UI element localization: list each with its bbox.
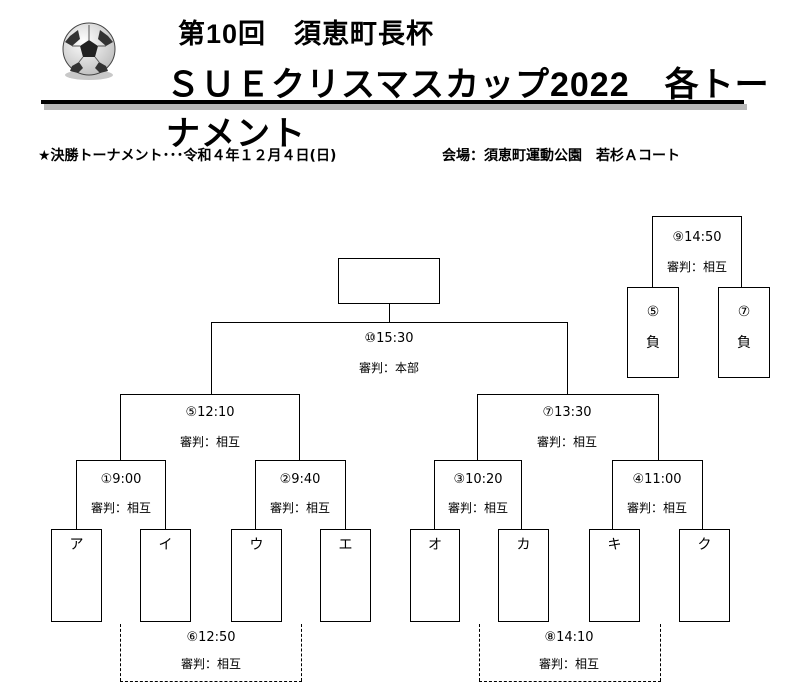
bracket-line <box>211 322 568 323</box>
team-box-i: イ <box>140 529 191 622</box>
loser-ref-number: ⑤ <box>646 304 660 320</box>
match3-referee: 審判：相互 <box>447 501 509 515</box>
bracket-line <box>76 460 166 461</box>
bracket-line <box>741 216 742 287</box>
team-box-ki: キ <box>589 529 640 622</box>
bracket-line <box>255 460 346 461</box>
team-box-ka: カ <box>498 529 549 622</box>
tournament-venue: 会場：須恵町運動公園 若杉Ａコート <box>442 148 680 164</box>
bracket-line <box>165 460 166 529</box>
bracket-line <box>612 460 703 461</box>
match3-time: ③10:20 <box>453 472 503 487</box>
dashed-bracket-line <box>120 624 121 681</box>
loser-label: 負 <box>646 335 660 351</box>
soccer-ball-icon <box>58 20 120 82</box>
team-label: ア <box>69 537 84 553</box>
title-underline-shadow <box>44 104 747 110</box>
winner-box <box>338 258 440 304</box>
dashed-bracket-line <box>479 681 661 682</box>
team-box-u: ウ <box>231 529 282 622</box>
team-box-a: ア <box>51 529 102 622</box>
bracket-line <box>652 216 742 217</box>
team-label: イ <box>158 537 173 553</box>
match2-time: ②9:40 <box>279 472 321 487</box>
semi-left-referee: 審判：相互 <box>179 435 241 449</box>
semi-right-referee: 審判：相互 <box>536 435 598 449</box>
team-box-o: オ <box>410 529 460 622</box>
bracket-line <box>76 460 77 529</box>
bracket-line <box>477 394 478 460</box>
dashed-bracket-line <box>479 624 480 681</box>
bracket-line <box>521 460 522 529</box>
match1-referee: 審判：相互 <box>90 501 152 515</box>
match6-time: ⑥12:50 <box>186 630 236 645</box>
match6-referee: 審判：相互 <box>180 657 242 671</box>
team-label: エ <box>338 537 353 553</box>
final-time: ⑩15:30 <box>364 331 414 346</box>
loser-ref-number: ⑦ <box>737 304 751 320</box>
header-line1: 第10回 須恵町長杯 <box>178 19 435 49</box>
header-line2: ＳＵＥクリスマスカップ2022 各トーナメント <box>166 66 770 153</box>
team-label: キ <box>607 537 622 553</box>
bracket-line <box>567 322 568 394</box>
semi-left-time: ⑤12:10 <box>185 405 235 420</box>
bracket-line <box>702 460 703 529</box>
bracket-line <box>211 322 212 394</box>
dashed-bracket-line <box>120 681 302 682</box>
bracket-line <box>389 304 390 322</box>
team-label: カ <box>516 537 531 553</box>
team-box-e: エ <box>320 529 371 622</box>
dashed-bracket-line <box>301 624 302 681</box>
bracket-line <box>120 394 121 460</box>
bracket-line <box>434 460 435 529</box>
bracket-line <box>477 394 659 395</box>
match8-referee: 審判：相互 <box>538 657 600 671</box>
title-underline <box>41 100 744 104</box>
bracket-line <box>652 216 653 287</box>
dashed-bracket-line <box>660 624 661 681</box>
final-referee: 審判：本部 <box>358 361 420 375</box>
bracket-line <box>255 460 256 529</box>
bracket-line <box>299 394 300 460</box>
match4-referee: 審判：相互 <box>626 501 688 515</box>
bracket-line <box>658 394 659 460</box>
match8-time: ⑧14:10 <box>544 630 594 645</box>
bracket-line <box>612 460 613 529</box>
team-label: ウ <box>249 537 264 553</box>
team-label: ク <box>697 537 712 553</box>
loser-box-5: ⑤ 負 <box>627 287 679 378</box>
match9-referee: 審判：相互 <box>666 260 728 274</box>
bracket-line <box>120 394 300 395</box>
match2-referee: 審判：相互 <box>269 501 331 515</box>
bracket-line <box>345 460 346 529</box>
loser-label: 負 <box>737 335 751 351</box>
loser-box-7: ⑦ 負 <box>718 287 770 378</box>
match4-time: ④11:00 <box>632 472 682 487</box>
tournament-date: ★決勝トーナメント･･･令和４年１２月４日(日) <box>38 148 337 164</box>
match1-time: ①9:00 <box>100 472 142 487</box>
match9-time: ⑨14:50 <box>672 230 722 245</box>
bracket-line <box>434 460 522 461</box>
team-box-ku: ク <box>679 529 730 622</box>
team-label: オ <box>428 537 442 553</box>
semi-right-time: ⑦13:30 <box>542 405 592 420</box>
